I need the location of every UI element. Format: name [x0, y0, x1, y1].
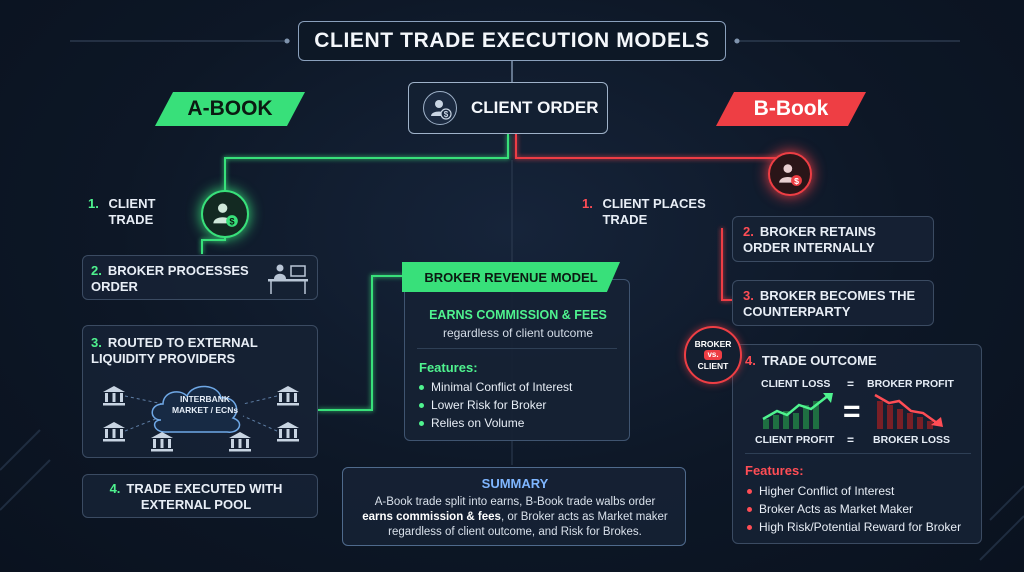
svg-text:$: $ [229, 217, 235, 227]
b-step-3: 3.BROKER BECOMES THE COUNTERPARTY [743, 288, 916, 319]
divider [745, 453, 971, 454]
list-item: Higher Conflict of Interest [747, 482, 961, 500]
revenue-features: Minimal Conflict of Interest Lower Risk … [419, 378, 572, 432]
client-profit-label: CLIENT PROFIT [755, 434, 835, 446]
a-step-1: 1. CLIENT TRADE [88, 196, 156, 227]
broker-profit-label: BROKER PROFIT [867, 378, 954, 390]
b-step-3-box: 3.BROKER BECOMES THE COUNTERPARTY [732, 280, 934, 326]
revenue-box: EARNS COMMISSION & FEES regardless of cl… [404, 279, 630, 441]
list-item: Relies on Volume [419, 414, 572, 432]
a-step-2-box: 2.BROKER PROCESSES ORDER [82, 255, 318, 300]
summary-text: A-Book trade split into earns, B-Book tr… [362, 496, 668, 538]
eq-bottom: = [847, 433, 855, 447]
client-order-label: CLIENT ORDER [471, 98, 599, 117]
broker-loss-label: BROKER LOSS [873, 434, 951, 446]
b-client-icon: $ [768, 152, 812, 196]
a-step-3-box: 3.ROUTED TO EXTERNAL LIQUIDITY PROVIDERS [82, 325, 318, 458]
bullet-icon [747, 506, 752, 512]
a-step-4-box: 4.TRADE EXECUTED WITH EXTERNAL POOL [82, 474, 318, 518]
svg-text:$: $ [794, 176, 799, 186]
b-step-1: 1. CLIENT PLACES TRADE [582, 196, 706, 227]
desk-computer-icon [268, 264, 308, 294]
b-book-banner: B-Book [716, 92, 866, 126]
list-item: Broker Acts as Market Maker [747, 500, 961, 518]
list-item: High Risk/Potential Reward for Broker [747, 518, 961, 536]
b-step-4-box: 4.TRADE OUTCOME CLIENT LOSS = BROKER PRO… [732, 344, 982, 544]
a-client-icon: $ [201, 190, 249, 238]
b-step-2-box: 2.BROKER RETAINS ORDER INTERNALLY [732, 216, 934, 262]
bullet-icon [419, 420, 424, 426]
list-item: Lower Risk for Broker [419, 396, 572, 414]
b-features: Higher Conflict of Interest Broker Acts … [747, 482, 961, 536]
eq-top: = [847, 377, 855, 391]
divider [417, 348, 617, 349]
revenue-header: BROKER REVENUE MODEL [402, 262, 620, 292]
a-step-3: 3.ROUTED TO EXTERNAL LIQUIDITY PROVIDERS [91, 335, 258, 366]
bullet-icon [419, 402, 424, 408]
client-order-box: $ CLIENT ORDER [408, 82, 608, 134]
summary-title: SUMMARY [481, 476, 549, 491]
summary-box: SUMMARY A-Book trade split into earns, B… [342, 467, 686, 546]
client-dollar-icon: $ [423, 91, 457, 125]
broker-vs-client-badge: BROKER vs. CLIENT [684, 326, 742, 384]
list-item: Minimal Conflict of Interest [419, 378, 572, 396]
a-book-banner: A-BOOK [155, 92, 305, 126]
b-step-2: 2.BROKER RETAINS ORDER INTERNALLY [743, 224, 876, 255]
bullet-icon [747, 524, 752, 530]
liquidity-network [103, 385, 299, 452]
cloud-label: INTERBANK MARKET / ECNs [171, 394, 239, 415]
client-loss-label: CLIENT LOSS [761, 378, 831, 390]
trend-up-icon [762, 393, 833, 429]
bullet-icon [419, 384, 424, 390]
bullet-icon [747, 488, 752, 494]
trend-down-icon [874, 393, 943, 429]
b-step-4: 4.TRADE OUTCOME [745, 353, 877, 368]
revenue-features-title: Features: [419, 360, 478, 375]
svg-text:$: $ [444, 110, 449, 119]
revenue-headline: EARNS COMMISSION & FEES [429, 308, 607, 322]
big-equals: = [843, 395, 861, 428]
b-features-title: Features: [745, 463, 804, 478]
bank-icons [103, 386, 299, 452]
revenue-sub: regardless of client outcome [442, 326, 594, 340]
a-step-2: 2.BROKER PROCESSES ORDER [91, 263, 249, 294]
a-step-4: 4.TRADE EXECUTED WITH EXTERNAL POOL [109, 481, 283, 512]
page-title: CLIENT TRADE EXECUTION MODELS [298, 21, 726, 61]
